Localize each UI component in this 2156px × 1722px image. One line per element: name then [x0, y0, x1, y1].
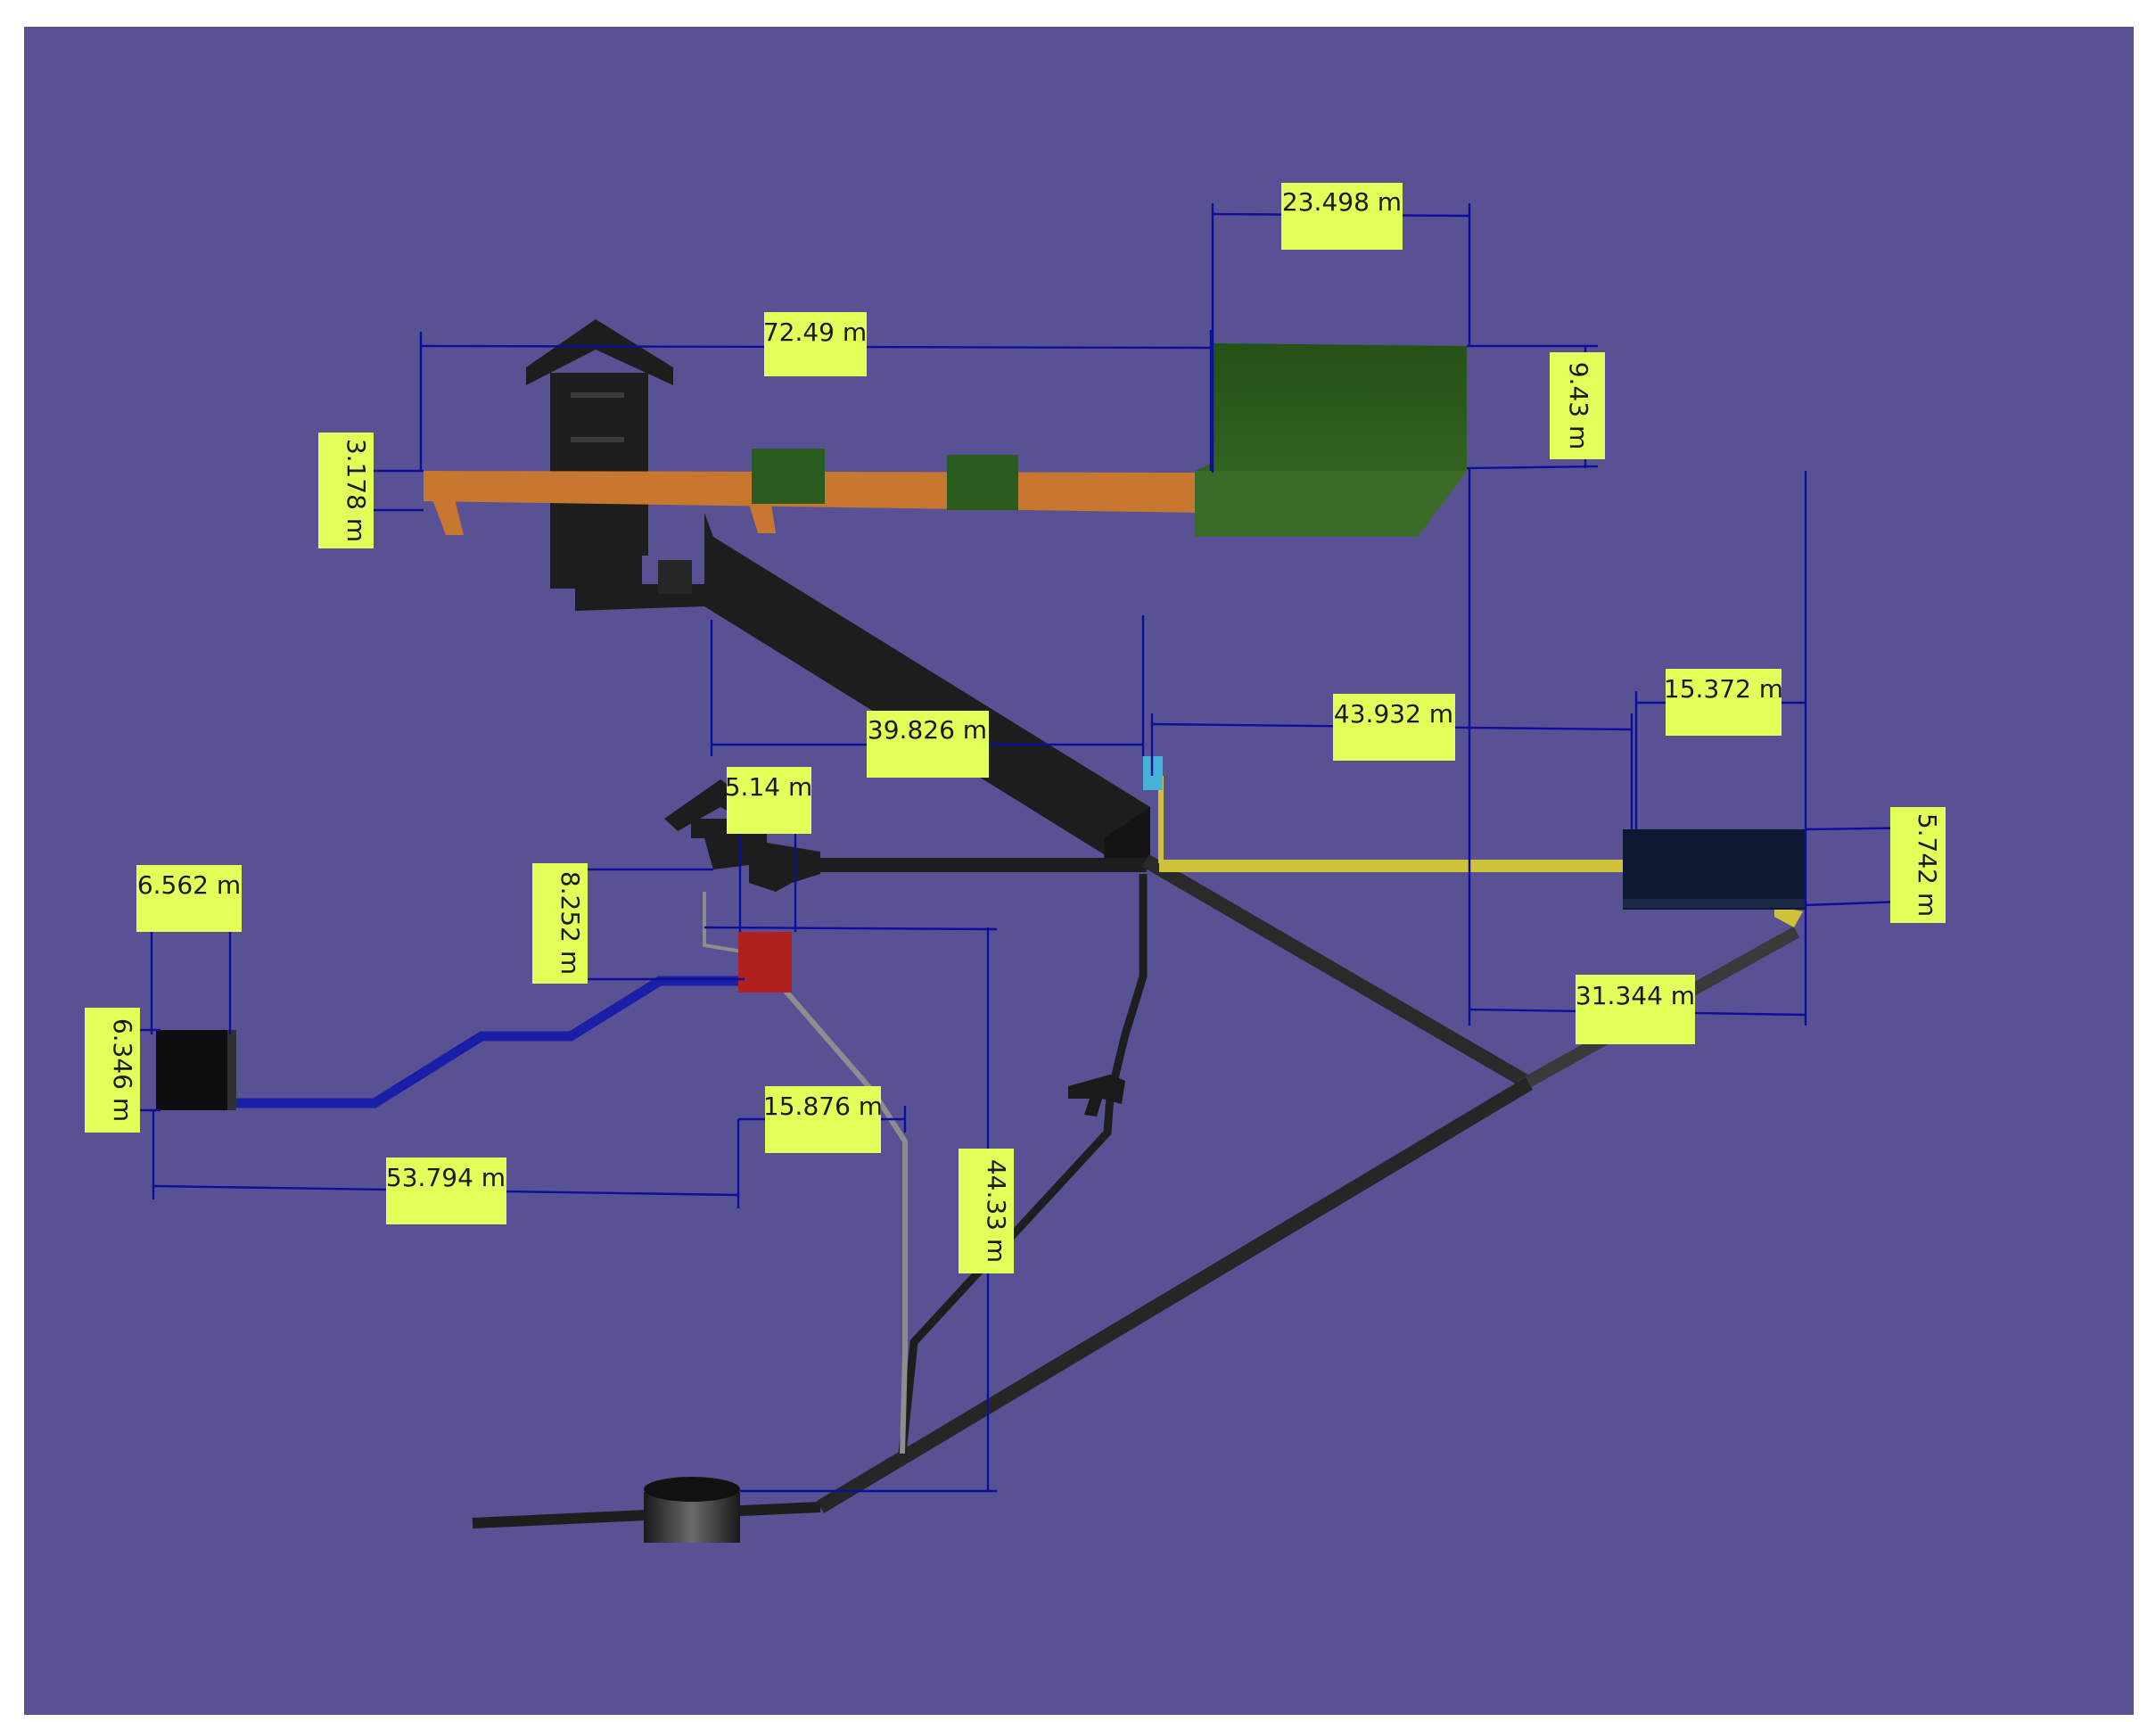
label-44-33: 44.33 m	[959, 1149, 1014, 1273]
small-green-box-1	[752, 449, 825, 504]
label-72-49: 72.49 m	[763, 312, 867, 376]
blue-pipe	[230, 976, 745, 1108]
label-23-498: 23.498 m	[1281, 183, 1403, 250]
svg-text:43.932 m: 43.932 m	[1334, 699, 1453, 729]
tower-slot-1	[571, 392, 624, 398]
gray-pipe	[782, 988, 908, 1454]
svg-text:8.252 m: 8.252 m	[555, 871, 585, 975]
black-pipe-diagonal	[1141, 854, 1534, 1090]
small-valve	[1068, 1075, 1125, 1116]
label-15-876: 15.876 m	[763, 1086, 883, 1153]
black-pipe-long	[816, 1077, 1534, 1513]
machine-roof	[664, 779, 769, 834]
label-3-178: 3.178 m	[318, 433, 374, 548]
tower-roof	[526, 319, 673, 385]
label-15-372: 15.372 m	[1664, 669, 1783, 736]
svg-text:15.372 m: 15.372 m	[1664, 674, 1783, 704]
small-green-box-2	[947, 455, 1018, 510]
label-9-43: 9.43 m	[1550, 352, 1605, 459]
label-6-562: 6.562 m	[136, 865, 242, 932]
svg-text:31.344 m: 31.344 m	[1576, 981, 1695, 1010]
navy-box-side	[1623, 899, 1806, 908]
black-pipe-horizontal	[794, 858, 1147, 872]
label-6-346: 6.346 m	[85, 1008, 140, 1133]
red-box	[738, 932, 792, 993]
conveyor-shade	[1104, 807, 1150, 869]
machine-body	[691, 819, 820, 892]
svg-text:23.498 m: 23.498 m	[1282, 187, 1402, 217]
label-5-14: 5.14 m	[725, 767, 813, 834]
green-tank-front	[1195, 471, 1467, 537]
yellow-pipe-end	[1774, 906, 1803, 927]
orange-leg-mid	[749, 504, 776, 533]
tower-body	[550, 373, 648, 556]
label-5-742: 5.742 m	[1890, 807, 1946, 923]
svg-text:6.346 m: 6.346 m	[108, 1018, 137, 1122]
svg-text:3.178 m: 3.178 m	[342, 439, 371, 542]
orange-leg-left	[432, 499, 464, 535]
label-43-932: 43.932 m	[1333, 694, 1455, 761]
svg-text:5.742 m: 5.742 m	[1913, 813, 1942, 917]
svg-text:44.33 m: 44.33 m	[982, 1159, 1011, 1263]
svg-text:72.49 m: 72.49 m	[763, 317, 867, 347]
svg-text:39.826 m: 39.826 m	[868, 715, 987, 745]
label-31-344: 31.344 m	[1576, 975, 1695, 1044]
gray-pipe-2	[703, 892, 748, 954]
svg-text:53.794 m: 53.794 m	[386, 1163, 506, 1192]
black-box-left-shade	[227, 1030, 236, 1110]
navy-box	[1623, 829, 1806, 910]
label-8-252: 8.252 m	[532, 863, 588, 984]
svg-text:5.14 m: 5.14 m	[725, 772, 813, 802]
black-conveyor	[704, 513, 1150, 869]
black-box-left	[156, 1030, 235, 1110]
svg-text:15.876 m: 15.876 m	[763, 1092, 883, 1121]
cylinder-top	[644, 1477, 740, 1502]
label-39-826: 39.826 m	[867, 711, 989, 778]
label-53-794: 53.794 m	[386, 1158, 506, 1224]
tower-slot-2	[571, 437, 624, 442]
yellow-pipe	[1159, 860, 1632, 872]
tower-small-box	[658, 560, 692, 594]
svg-text:6.562 m: 6.562 m	[137, 870, 241, 900]
svg-text:9.43 m: 9.43 m	[1564, 362, 1593, 450]
